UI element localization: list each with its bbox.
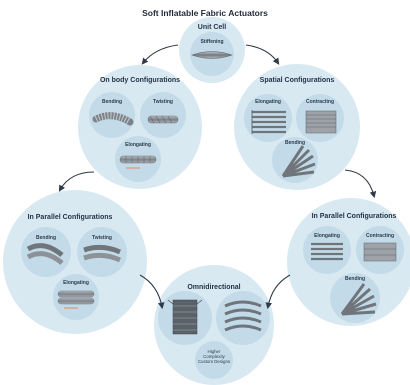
arrow-parallel-right-to-omni: [265, 274, 291, 310]
spatial-elongating-label: Elongating: [255, 99, 281, 105]
parallel-left-twisting-label: Twisting: [92, 235, 112, 241]
omni-title: Omnidirectional: [187, 284, 241, 291]
spatial-contracting-graphic: [305, 110, 337, 134]
omni-note-circle: [195, 341, 233, 379]
arrow-spatial-to-parallel-right: [344, 169, 377, 199]
parallel-right-title: In Parallel Configurations: [311, 213, 397, 220]
omni-left-graphic: [167, 299, 203, 335]
parallel-left-twisting-circle: [77, 227, 127, 277]
arrow-unit-to-onbody: [141, 44, 179, 65]
stiffening-actuator-graphic: [191, 51, 233, 59]
stiffening-label: Stiffening: [200, 39, 224, 45]
page-title: Soft Inflatable Fabric Actuators: [142, 8, 268, 18]
onbody-bending-graphic: [92, 112, 134, 126]
spatial-title: Spatial Configurations: [259, 77, 335, 84]
spatial-contracting-label: Contracting: [305, 99, 335, 105]
arrow-onbody-to-parallel-left: [58, 171, 95, 192]
arrow-unit-to-spatial: [245, 44, 280, 65]
onbody-twisting-graphic: [147, 115, 179, 124]
parallel-right-elongating-graphic: [311, 242, 343, 261]
parallel-left-elongating-graphic: [57, 290, 95, 309]
parallel-left-bending-label: Bending: [36, 235, 56, 241]
unit-cell-title: Unit Cell: [197, 24, 227, 31]
parallel-left-title: In Parallel Configurations: [27, 214, 113, 221]
omni-note: Higher Complexity Custom Designs: [196, 349, 232, 365]
parallel-right-contracting-graphic: [363, 242, 397, 262]
spatial-bending-graphic: [281, 145, 316, 178]
onbody-bending-label: Bending: [102, 99, 122, 105]
omni-note-line2: Complexity: [203, 354, 225, 360]
onbody-twisting-label: Twisting: [153, 99, 173, 105]
omni-right-graphic: [224, 300, 262, 332]
onbody-twisting-circle: [140, 92, 186, 138]
parallel-right-bending-label: Bending: [345, 276, 365, 282]
arrow-parallel-left-to-omni: [139, 274, 165, 310]
spatial-elongating-graphic: [251, 110, 286, 134]
parallel-left-circle: [3, 190, 147, 334]
parallel-left-elongating-label: Elongating: [63, 280, 89, 286]
omni-note-line1: Higher: [207, 349, 221, 354]
parallel-left-twisting-graphic: [83, 244, 122, 263]
spatial-bending-label: Bending: [285, 140, 305, 146]
parallel-right-contracting-label: Contracting: [365, 233, 395, 239]
onbody-elongating-graphic: [119, 155, 157, 169]
parallel-right-bending-graphic: [340, 283, 377, 316]
onbody-title: On body Configurations: [99, 77, 181, 84]
onbody-elongating-label: Elongating: [125, 142, 151, 148]
parallel-right-elongating-label: Elongating: [314, 233, 340, 239]
omni-note-line3: Custom Designs: [197, 359, 231, 365]
parallel-left-bending-graphic: [26, 243, 64, 265]
